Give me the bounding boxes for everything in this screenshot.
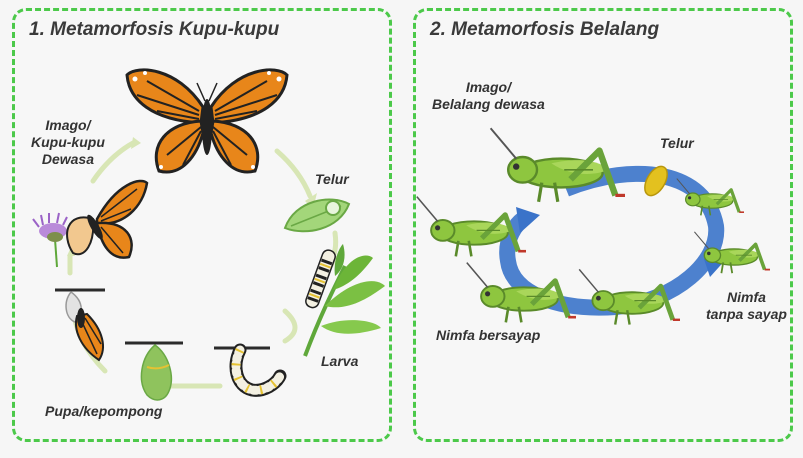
butterfly-on-flower-icon [32, 179, 149, 268]
egg-on-leaf-icon [283, 198, 351, 233]
label-grasshopper-nymph-wingless: Nimfa tanpa sayap [706, 289, 787, 322]
label-grasshopper-egg: Telur [660, 135, 694, 151]
emerging-butterfly-icon [55, 288, 105, 362]
label-butterfly-pupa: Pupa/kepompong [45, 403, 163, 419]
label-butterfly-larva: Larva [321, 353, 359, 369]
chrysalis-icon [125, 341, 183, 401]
arrow-imago-to-adult [90, 140, 136, 184]
grasshopper-egg-icon [644, 165, 668, 197]
prepupa-caterpillar-icon [214, 343, 287, 397]
butterfly-panel-title: 1. Metamorfosis Kupu-kupu [29, 19, 280, 40]
arrow-imago-to-egg [274, 148, 313, 199]
butterfly-panel: 1. Metamorfosis Kupu-kupu [12, 8, 392, 442]
grasshopper-panel: 2. Metamorfosis Belalang [413, 8, 793, 442]
larva-on-plant-icon [303, 244, 385, 357]
grasshopper-cycle-illustration [416, 11, 772, 439]
arrow-larva-to-pupa-curve [282, 308, 298, 344]
label-grasshopper-nymph-winged: Nimfa bersayap [436, 327, 541, 343]
nymph-winged-2-icon [467, 263, 576, 323]
label-butterfly-imago: Imago/ Kupu-kupu Dewasa [31, 117, 105, 167]
adult-butterfly-icon [125, 68, 289, 174]
label-butterfly-egg: Telur [315, 171, 349, 187]
nymph-winged-1-icon [579, 269, 680, 324]
grasshopper-panel-title: 2. Metamorfosis Belalang [430, 19, 660, 40]
butterfly-cycle-illustration [32, 68, 385, 401]
label-grasshopper-imago: Imago/ Belalang dewasa [432, 79, 545, 112]
adult-grasshopper-icon [491, 128, 625, 202]
